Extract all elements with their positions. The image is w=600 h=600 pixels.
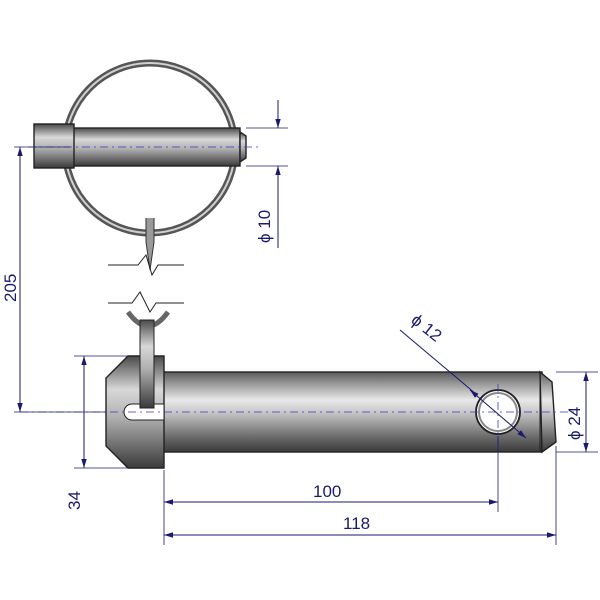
ring-pin-head xyxy=(33,123,75,169)
dim-head-height: 34 xyxy=(65,355,128,510)
dim-pin-diameter: ϕ 24 xyxy=(556,371,598,453)
dim-total-offset-label: 205 xyxy=(1,274,20,302)
break-line-bottom xyxy=(108,291,184,313)
main-pin-view xyxy=(20,291,575,469)
dim-pin-length: 118 xyxy=(164,446,557,545)
dim-total-offset: 205 xyxy=(1,146,106,413)
dim-hole-diameter-label: ϕ 12 xyxy=(408,310,446,345)
dim-head-height-label: 34 xyxy=(65,491,84,510)
break-line-top xyxy=(108,253,184,277)
dim-ring-pin-diameter-label: ϕ 10 xyxy=(255,210,274,243)
dim-pin-length-label: 118 xyxy=(343,514,370,533)
dim-hole-distance-label: 100 xyxy=(313,482,341,501)
dim-ring-pin-diameter: ϕ 10 xyxy=(246,100,288,248)
ring-pin-view xyxy=(28,59,260,277)
dim-pin-diameter-label: ϕ 24 xyxy=(565,407,584,440)
